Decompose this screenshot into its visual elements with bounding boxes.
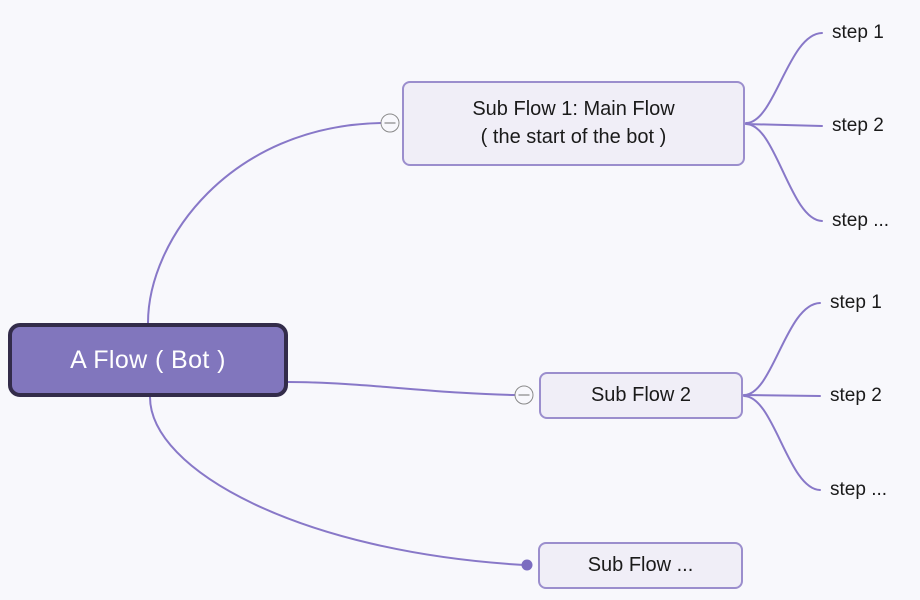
collapse-minus-icon-sub-flow-2[interactable] (514, 385, 534, 405)
node-sub-flow-1[interactable]: Sub Flow 1: Main Flow ( the start of the… (402, 81, 745, 166)
leaf-sub-flow-1-step-3[interactable]: step ... (832, 210, 890, 231)
edge-subflow1-to-step1 (745, 32, 823, 124)
edge-subflow1-to-step3 (745, 123, 823, 222)
root-node[interactable]: A Flow ( Bot ) (8, 323, 288, 397)
edge-subflow2-to-step1 (743, 302, 821, 396)
edge-subflow2-to-step3 (743, 395, 821, 491)
leaf-sub-flow-2-step-1[interactable]: step 1 (830, 292, 882, 313)
collapse-minus-icon-sub-flow-1[interactable] (380, 113, 400, 133)
leaf-sub-flow-1-step-2[interactable]: step 2 (832, 115, 884, 136)
leaf-sub-flow-2-step-3[interactable]: step ... (830, 479, 888, 500)
leaf-sub-flow-1-step-1[interactable]: step 1 (832, 22, 884, 43)
leaf-sub-flow-2-step-2[interactable]: step 2 (830, 385, 882, 406)
node-sub-flow-1-line1: Sub Flow 1: Main Flow (472, 97, 675, 120)
edge-subflow1-to-step2 (745, 123, 823, 127)
edge-root-to-subflow1 (147, 122, 382, 324)
bullet-dot-icon-sub-flow-3[interactable] (521, 559, 533, 571)
edge-subflow2-to-step2 (743, 394, 821, 397)
edge-root-to-subflow2 (287, 381, 516, 396)
edge-root-to-subflow3 (149, 396, 525, 566)
node-sub-flow-2[interactable]: Sub Flow 2 (539, 372, 743, 419)
node-sub-flow-3[interactable]: Sub Flow ... (538, 542, 743, 589)
node-sub-flow-1-line2: ( the start of the bot ) (480, 125, 667, 148)
